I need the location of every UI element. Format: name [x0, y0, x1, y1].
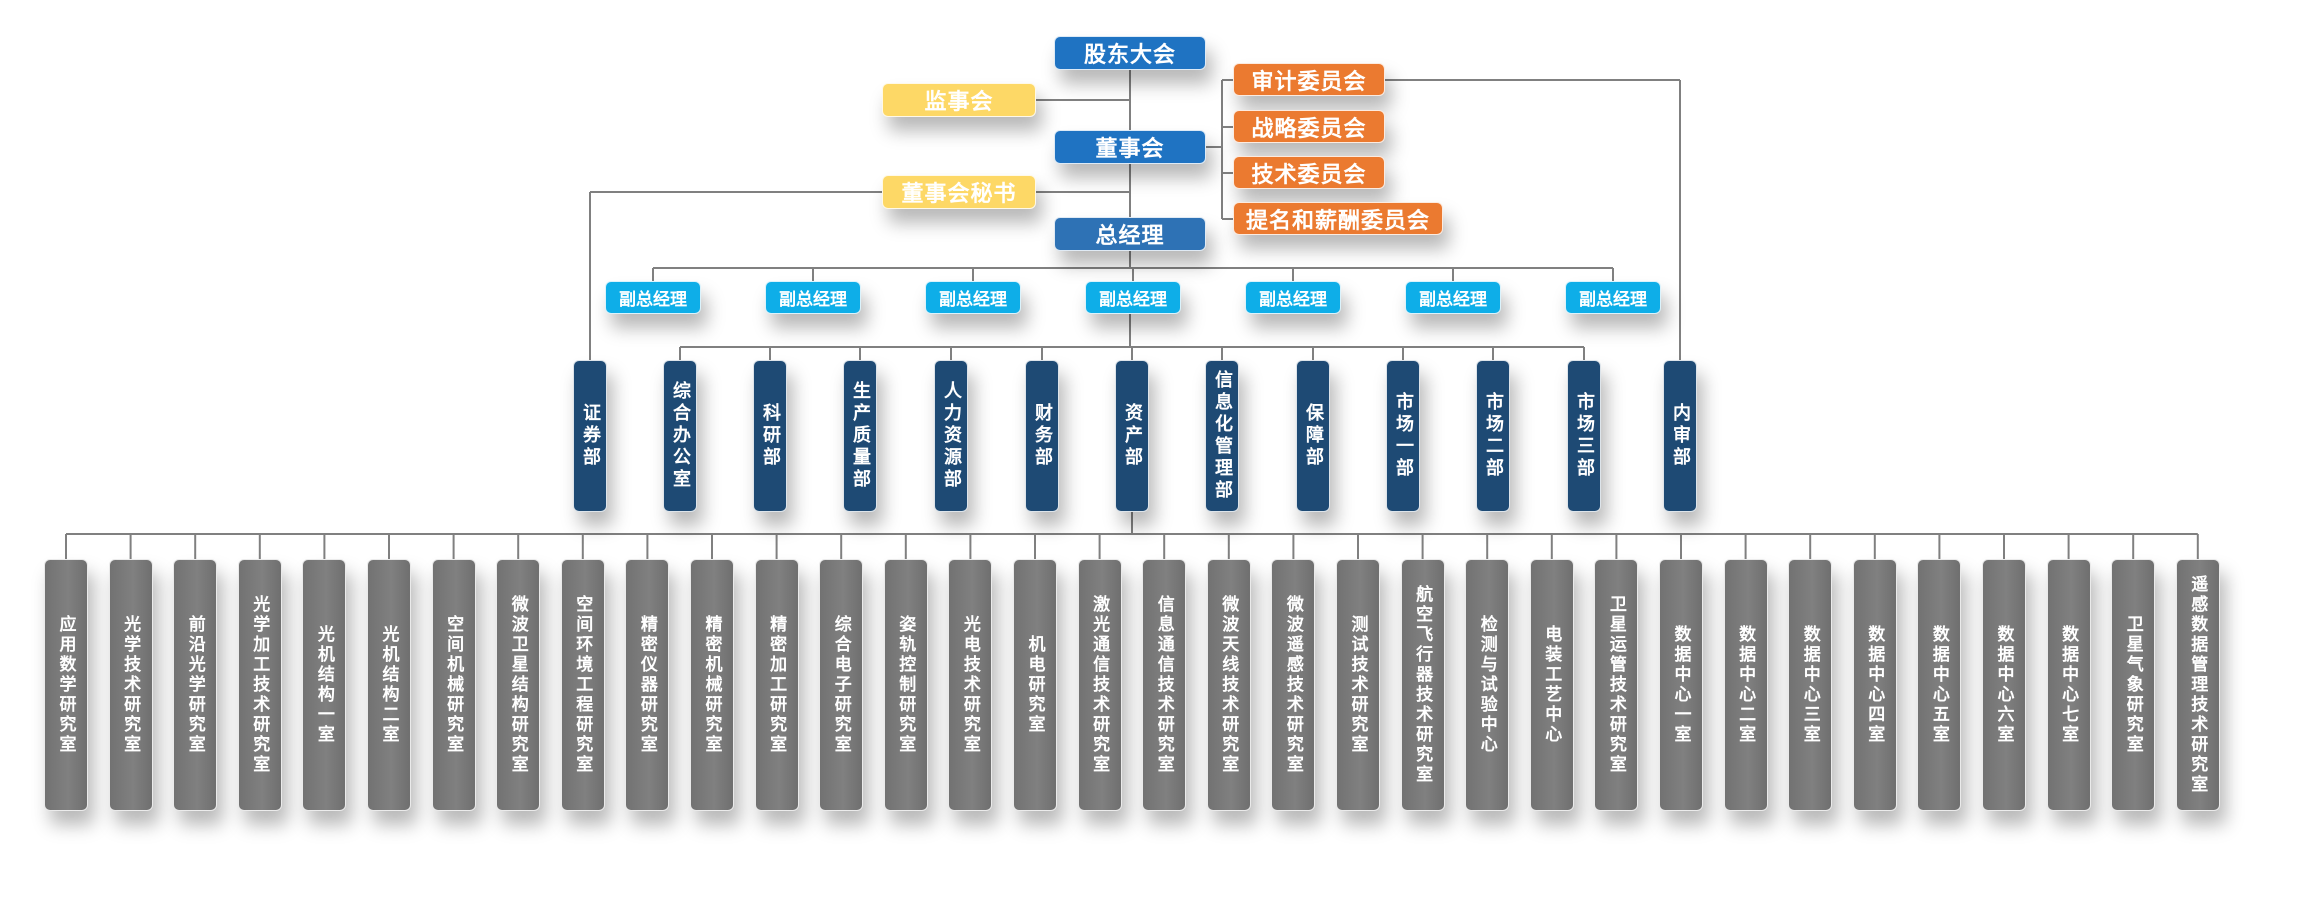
lab-box: 空间机械研究室 — [431, 559, 476, 811]
lab-box: 数据中心一室 — [1659, 559, 1703, 811]
lab-box: 精密加工研究室 — [754, 559, 799, 811]
strategy-committee-box: 战略委员会 — [1233, 110, 1385, 143]
lab-box: 精密仪器研究室 — [625, 559, 670, 811]
department-box: 生产质量部 — [843, 360, 877, 512]
lab-box: 卫星运管技术研究室 — [1594, 559, 1639, 811]
lab-box: 数据中心五室 — [1917, 559, 1962, 811]
department-box: 市场一部 — [1386, 360, 1420, 512]
department-box: 信息化管理部 — [1205, 360, 1239, 512]
lab-box: 数据中心六室 — [1982, 559, 2026, 811]
lab-box: 数据中心三室 — [1788, 559, 1833, 811]
lab-box: 前沿光学研究室 — [173, 559, 218, 811]
supervisory-board-box: 监事会 — [882, 83, 1036, 117]
lab-box: 微波卫星结构研究室 — [496, 559, 541, 811]
lab-box: 信息通信技术研究室 — [1142, 559, 1187, 811]
lab-box: 光学技术研究室 — [108, 559, 153, 811]
technology-committee-box: 技术委员会 — [1233, 156, 1385, 189]
lab-box: 卫星气象研究室 — [2111, 559, 2156, 811]
lab-box: 光机结构一室 — [302, 559, 347, 811]
lab-box: 测试技术研究室 — [1336, 559, 1380, 811]
department-box: 市场二部 — [1476, 360, 1510, 512]
department-box: 证券部 — [573, 360, 607, 512]
department-box: 财务部 — [1025, 360, 1059, 512]
department-box: 资产部 — [1115, 360, 1149, 512]
deputy-gm-box: 副总经理 — [1405, 281, 1501, 314]
board-of-directors-box: 董事会 — [1054, 130, 1206, 164]
deputy-gm-box: 副总经理 — [765, 281, 861, 314]
lab-box: 激光通信技术研究室 — [1077, 559, 1122, 811]
audit-committee-box: 审计委员会 — [1233, 63, 1385, 96]
department-box: 市场三部 — [1567, 360, 1601, 512]
lab-box: 数据中心二室 — [1723, 559, 1768, 811]
department-box: 人力资源部 — [934, 360, 968, 512]
department-box: 科研部 — [753, 360, 787, 512]
deputy-gm-box: 副总经理 — [605, 281, 701, 314]
department-box: 保障部 — [1296, 360, 1330, 512]
lab-box: 精密机械研究室 — [690, 559, 734, 811]
deputy-gm-box: 副总经理 — [925, 281, 1021, 314]
lab-box: 应用数学研究室 — [44, 559, 88, 811]
lab-box: 微波天线技术研究室 — [1206, 559, 1251, 811]
deputy-gm-box: 副总经理 — [1085, 281, 1181, 314]
lab-box: 机电研究室 — [1013, 559, 1057, 811]
deputy-gm-box: 副总经理 — [1245, 281, 1341, 314]
lab-box: 数据中心四室 — [1852, 559, 1897, 811]
shareholders-meeting-box: 股东大会 — [1054, 36, 1206, 70]
nomination-compensation-committee-box: 提名和薪酬委员会 — [1233, 202, 1443, 235]
lab-box: 数据中心七室 — [2046, 559, 2091, 811]
department-box: 内审部 — [1663, 360, 1697, 512]
lab-box: 电装工艺中心 — [1529, 559, 1574, 811]
deputy-gm-box: 副总经理 — [1565, 281, 1661, 314]
lab-box: 光学加工技术研究室 — [237, 559, 282, 811]
lab-box: 检测与试验中心 — [1465, 559, 1510, 811]
general-manager-box: 总经理 — [1054, 217, 1206, 251]
lab-box: 姿轨控制研究室 — [883, 559, 928, 811]
lab-box: 遥感数据管理技术研究室 — [2175, 559, 2220, 811]
lab-box: 空间环境工程研究室 — [560, 559, 605, 811]
lab-box: 光机结构二室 — [367, 559, 411, 811]
lab-box: 航空飞行器技术研究室 — [1400, 559, 1445, 811]
department-box: 综合办公室 — [663, 360, 697, 512]
board-secretary-box: 董事会秘书 — [882, 175, 1036, 209]
lab-box: 光电技术研究室 — [948, 559, 993, 811]
lab-box: 综合电子研究室 — [819, 559, 864, 811]
lab-box: 微波遥感技术研究室 — [1271, 559, 1316, 811]
